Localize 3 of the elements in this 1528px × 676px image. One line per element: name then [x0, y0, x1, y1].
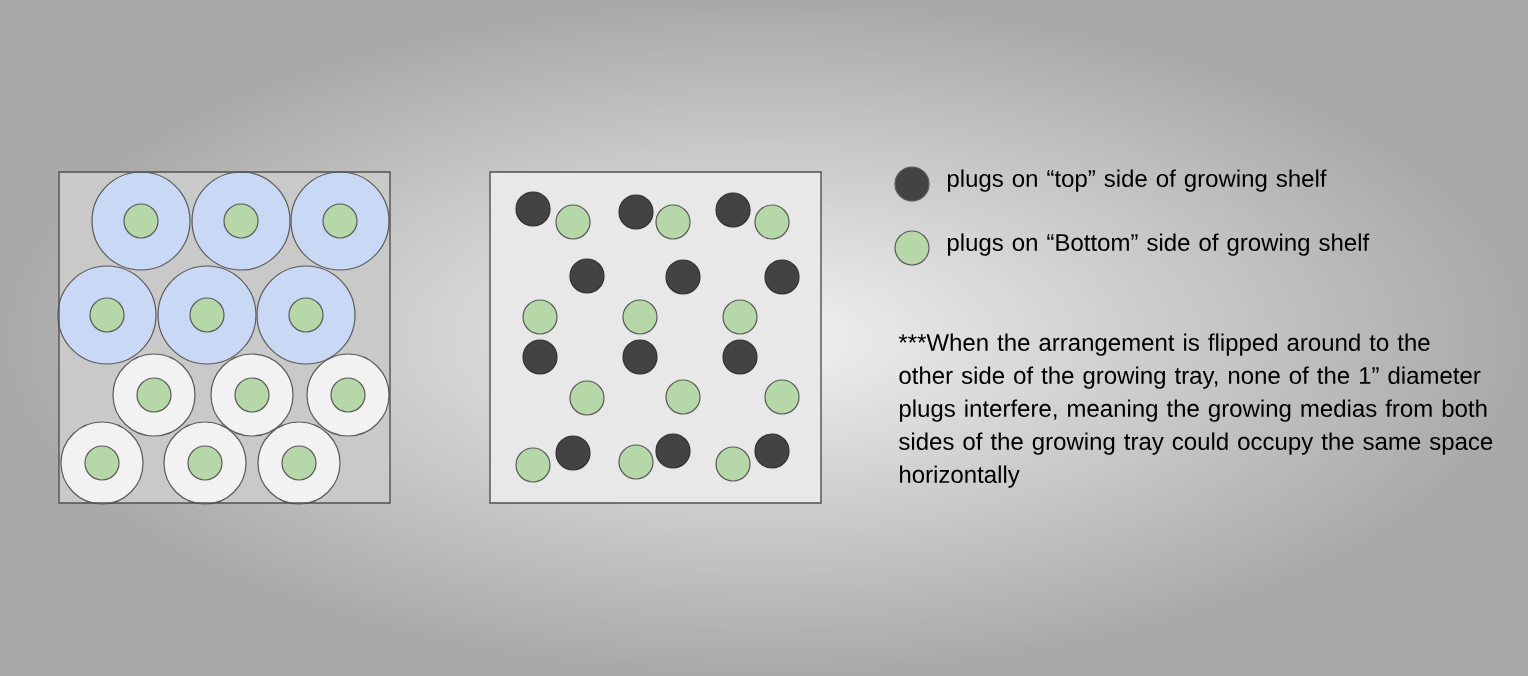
legend-text: plugs on “top” side of growing shelf — [947, 169, 1327, 192]
note: ***When the arrangement is flipped around to the other side of the growing tray, none of the 1” diameter plugs interfere, meaning the growing medias from both sides of the growing tray could occupy the same space horizontally — [898, 333, 1493, 488]
legend-text: plugs on “Bottom” side of growing shelf — [947, 233, 1370, 256]
